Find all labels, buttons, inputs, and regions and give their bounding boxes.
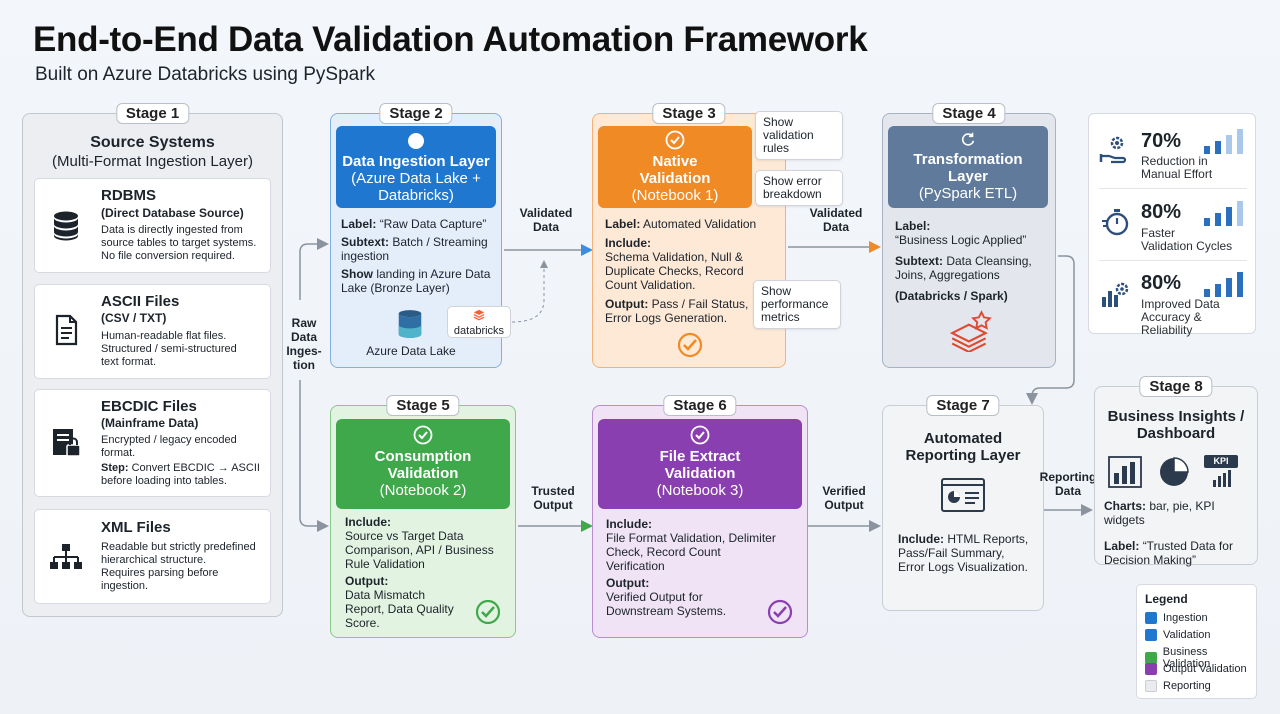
legend-item-business-validation: Business Validation xyxy=(1145,646,1256,670)
hierarchy-icon xyxy=(50,544,82,569)
bar-trend-icon xyxy=(1204,129,1243,154)
source-title: EBCDIC Files xyxy=(101,398,197,415)
stage1-title: Source Systems xyxy=(90,134,215,151)
stage5-body: Include: Source vs Target Data Compariso… xyxy=(345,515,494,630)
source-subtitle: (Direct Database Source) xyxy=(101,206,244,220)
flow-label-validated-1: Validated Data xyxy=(519,206,573,234)
kpi-text: Improved Data Accuracy & Reliability xyxy=(1141,297,1220,337)
source-card-ascii: ASCII Files (CSV / TXT) Human-readable f… xyxy=(34,284,271,379)
report-dashboard-icon xyxy=(941,478,985,512)
check-circle-icon xyxy=(475,599,501,625)
legend: Legend Ingestion Validation Business Val… xyxy=(1136,584,1257,699)
refresh-icon xyxy=(962,132,975,146)
kpi-value: 70% xyxy=(1141,130,1182,152)
kpi-text: Faster Validation Cycles xyxy=(1141,226,1233,253)
stage3-header: Native Validation (Notebook 1) xyxy=(598,126,752,208)
page-title: End-to-End Data Validation Automation Fr… xyxy=(33,20,868,59)
bar-chart-icon xyxy=(1108,456,1142,488)
stage7-title: Automated Reporting Layer xyxy=(905,430,1021,464)
legend-item-ingestion: Ingestion xyxy=(1145,612,1208,624)
stopwatch-icon xyxy=(1102,209,1129,236)
stage6-pill: Stage 6 xyxy=(663,395,737,416)
stage7-panel: Stage 7 xyxy=(882,395,1044,611)
flow-label-reporting-data: Reporting Data xyxy=(1039,470,1097,498)
kpi-widget-icon: KPI xyxy=(1204,455,1238,489)
bar-trend-icon xyxy=(1204,201,1243,226)
source-description: Human-readable flat files. Structured / … xyxy=(101,330,237,368)
locked-file-icon xyxy=(53,429,81,457)
source-title: XML Files xyxy=(101,519,171,536)
stage7-body: Include: HTML Reports, Pass/Fail Summary… xyxy=(898,532,1029,574)
kpi-value: 80% xyxy=(1141,272,1182,294)
legend-title: Legend xyxy=(1145,592,1188,606)
stage1-pill: Stage 1 xyxy=(115,103,190,124)
stage4-pill: Stage 4 xyxy=(932,103,1006,124)
stage8-title: Business Insights / Dashboard xyxy=(1107,408,1245,442)
pie-chart-icon xyxy=(1160,457,1189,486)
callout-show-validation-rules: Show validation rules xyxy=(755,111,843,160)
source-description: Encrypted / legacy encoded format. Step:… xyxy=(101,434,260,487)
legend-item-reporting: Reporting xyxy=(1145,680,1211,692)
flow-label-verified-output: Verified Output xyxy=(822,484,866,512)
databricks-label: databricks xyxy=(453,325,505,337)
azure-data-lake-icon xyxy=(398,310,422,338)
callout-show-error-breakdown: Show error breakdown xyxy=(755,170,843,206)
stage4-body: Label: “Business Logic Applied” Subtext:… xyxy=(895,219,1032,303)
stage2-pill: Stage 2 xyxy=(379,103,453,124)
kpi-text: Reduction in Manual Effort xyxy=(1141,154,1213,181)
stage5-pill: Stage 5 xyxy=(386,395,460,416)
check-circle-icon xyxy=(413,425,433,445)
source-card-xml: XML Files Readable but strictly predefin… xyxy=(34,509,271,604)
stacked-layers-star-icon xyxy=(949,310,992,352)
arrow-stage1-to-stage5 xyxy=(299,380,329,532)
circle-icon xyxy=(408,133,424,149)
database-icon xyxy=(54,211,78,241)
stage1-subtitle: (Multi-Format Ingestion Layer) xyxy=(52,153,253,170)
arrow-databricks-to-flow xyxy=(511,260,548,323)
check-circle-icon xyxy=(665,130,685,150)
flow-label-trusted-output: Trusted Output xyxy=(531,484,575,512)
flow-label-validated-2: Validated Data xyxy=(809,206,863,234)
legend-item-output-validation: Output Validation xyxy=(1145,663,1247,675)
bar-trend-icon xyxy=(1204,272,1243,297)
stage4-header: Transformation Layer (PySpark ETL) xyxy=(888,126,1048,208)
stage6-body: Include: File Format Validation, Delimit… xyxy=(606,517,776,618)
check-circle-icon xyxy=(677,332,703,358)
check-circle-icon xyxy=(690,425,710,445)
source-description: Data is directly ingested from source ta… xyxy=(101,224,257,262)
document-icon xyxy=(55,314,78,346)
source-card-ebcdic: EBCDIC Files (Mainframe Data) Encrypted … xyxy=(34,389,271,497)
azure-data-lake-label: Azure Data Lake xyxy=(366,344,456,358)
stage3-pill: Stage 3 xyxy=(652,103,726,124)
stage7-pill: Stage 7 xyxy=(926,395,1000,416)
arrow-stage1-to-stage2 xyxy=(299,238,329,300)
hand-gear-icon xyxy=(1099,136,1127,164)
stage2-header: Data Ingestion Layer (Azure Data Lake + … xyxy=(336,126,496,208)
flow-label-raw-ingestion: Raw Data Inges- tion xyxy=(286,316,322,372)
source-subtitle: (CSV / TXT) xyxy=(101,311,167,325)
kpi-panel: 70% Reduction in Manual Effort 80% Faste… xyxy=(1088,113,1256,337)
legend-item-validation: Validation xyxy=(1145,629,1211,641)
stage3-body: Label: Automated Validation Include: Sch… xyxy=(605,217,757,325)
page-subtitle: Built on Azure Databricks using PySpark xyxy=(35,64,376,85)
mini-bars-icon xyxy=(1213,470,1231,487)
source-title: RDBMS xyxy=(101,187,156,204)
stage6-header: File Extract Validation (Notebook 3) xyxy=(598,419,802,509)
check-circle-icon xyxy=(767,599,793,625)
kpi-value: 80% xyxy=(1141,201,1182,223)
kpi-badge: KPI xyxy=(1204,455,1238,468)
stage5-header: Consumption Validation (Notebook 2) xyxy=(336,419,510,509)
callout-show-performance-metrics: Show performance metrics xyxy=(753,280,841,329)
source-title: ASCII Files xyxy=(101,293,180,310)
source-description: Readable but strictly predefined hierarc… xyxy=(101,541,256,592)
stage2-body: Label: “Raw Data Capture” Subtext: Batch… xyxy=(341,217,491,295)
stage8-body: Charts: bar, pie, KPI widgets Label: “Tr… xyxy=(1104,499,1233,567)
databricks-badge: databricks xyxy=(447,306,511,338)
source-subtitle: (Mainframe Data) xyxy=(101,416,199,430)
source-card-rdbms: RDBMS (Direct Database Source) Data is d… xyxy=(34,178,271,273)
databricks-icon xyxy=(473,309,485,321)
chart-gear-icon xyxy=(1102,282,1129,307)
stage8-pill: Stage 8 xyxy=(1139,376,1213,397)
